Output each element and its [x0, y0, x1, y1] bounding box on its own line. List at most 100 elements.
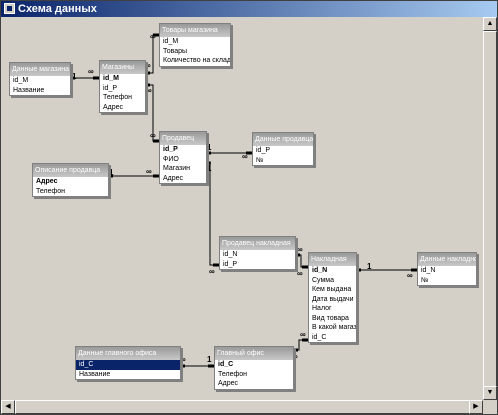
relationship-line	[205, 162, 219, 266]
field-row[interactable]: Налог	[312, 305, 332, 312]
table-title[interactable]: Накладная	[309, 253, 356, 266]
relationship-line-end	[292, 338, 308, 352]
table-nakladnaya[interactable]: Накладная id_N Сумма Кем выдана Дата выд…	[308, 252, 357, 343]
relationship-many-label: ∞	[88, 67, 94, 76]
relationship-lines	[69, 33, 417, 368]
field-row[interactable]: Телефон	[218, 370, 248, 378]
relationship-many-label: ∞	[150, 131, 156, 140]
relationship-one-label: 1	[367, 262, 372, 271]
window-title: Схема данных	[18, 3, 97, 15]
table-dannye-nakladnoy[interactable]: Данные накладной id_N №	[417, 252, 477, 286]
field-row[interactable]: №	[421, 276, 429, 284]
field-row[interactable]: №	[256, 156, 264, 164]
relationship-many-label: ∞	[145, 61, 151, 70]
table-tovary-magazina[interactable]: Товары магазина id_M Товары Количество н…	[159, 23, 231, 67]
table-dannye-prodavca[interactable]: Данные продавца id_P №	[252, 132, 314, 166]
field-row[interactable]: Дата выдачи	[312, 295, 354, 303]
table-title[interactable]: Продавец накладная	[220, 237, 295, 250]
relationship-many-label: ∞	[146, 86, 152, 95]
relationship-line	[144, 34, 159, 74]
table-title[interactable]: Данные накладной	[418, 253, 476, 266]
relationship-line-end	[355, 268, 417, 272]
relationship-line-end	[144, 33, 159, 75]
table-glavny-ofis[interactable]: Главный офис id_C Телефон Адрес	[214, 346, 294, 390]
table-magaziny[interactable]: Магазины id_M id_P Телефон Адрес	[99, 60, 146, 113]
field-row[interactable]: В какой магазин	[312, 324, 356, 331]
table-dannye-glavnogo-ofisa[interactable]: Данные главного офиса id_C Название	[75, 346, 181, 380]
relationship-one-label: 1	[207, 143, 212, 152]
field-row[interactable]: id_P	[163, 146, 178, 153]
table-prodavec-nakladnaya[interactable]: Продавец накладная id_N id_P	[219, 236, 296, 270]
field-row[interactable]: Адрес	[103, 103, 124, 111]
scroll-down-icon[interactable]: ▼	[483, 386, 497, 400]
relationship-line-end	[107, 174, 159, 178]
table-title[interactable]: Магазины	[100, 61, 145, 74]
relationship-line-end	[69, 76, 99, 80]
field-row-selected[interactable]: id_C	[76, 360, 180, 370]
table-title[interactable]: Данные продавца	[253, 133, 313, 146]
table-dannye-magazina[interactable]: Данные магазина id_M Название	[9, 62, 71, 96]
field-row[interactable]: id_M	[103, 75, 119, 82]
field-row[interactable]: Товары	[163, 47, 188, 55]
scroll-right-icon[interactable]: ▶	[469, 400, 483, 414]
field-row[interactable]: Сумма	[312, 276, 334, 284]
relationship-line-end	[179, 364, 214, 368]
field-row[interactable]: Количество на складе	[163, 57, 230, 64]
field-row[interactable]: id_M	[163, 38, 179, 45]
relationship-one-label: 1	[207, 164, 212, 173]
horizontal-scroll-thumb[interactable]	[15, 400, 470, 414]
vertical-scroll-thumb[interactable]	[483, 31, 497, 387]
field-row[interactable]: Адрес	[163, 174, 184, 182]
field-row[interactable]: Название	[13, 86, 45, 94]
field-row[interactable]: Название	[79, 370, 111, 378]
field-row[interactable]: Телефон	[36, 187, 66, 195]
relationship-line	[294, 254, 308, 268]
field-row[interactable]: Магазин	[163, 165, 191, 172]
field-row[interactable]: id_N	[223, 251, 238, 258]
field-row[interactable]: id_N	[312, 267, 328, 274]
field-row[interactable]: id_P	[103, 84, 118, 92]
table-title[interactable]: Описание продавца	[33, 164, 108, 177]
field-row[interactable]: Адрес	[36, 178, 58, 185]
relationship-one-label: 1	[109, 168, 114, 177]
relationship-many-label: ∞	[209, 267, 215, 276]
vertical-scrollbar[interactable]: ▲ ▼	[483, 17, 497, 400]
table-title[interactable]: Товары магазина	[160, 24, 230, 37]
table-title[interactable]: Данные магазина	[10, 63, 70, 76]
field-row[interactable]: id_P	[256, 147, 271, 154]
relationship-many-label: ∞	[297, 269, 303, 278]
window-icon	[4, 3, 15, 14]
schema-canvas[interactable]: 1 ∞ ∞ ∞ ∞ ∞ 1 ∞ 1 ∞ 1 ∞ ∞ ∞ 1 ∞ ∞ ∞ ∞ 1 …	[1, 17, 483, 400]
scroll-up-icon[interactable]: ▲	[483, 17, 497, 31]
relationship-many-label: ∞	[150, 32, 156, 41]
field-row[interactable]: Вид товара	[312, 314, 349, 322]
relationship-many-label: ∞	[180, 355, 186, 364]
table-prodavec[interactable]: Продавец id_P ФИО Магазин Адрес	[159, 131, 207, 184]
relationship-many-label: ∞	[242, 152, 248, 161]
relationship-many-label: ∞	[297, 245, 303, 254]
relationship-line-end	[205, 161, 219, 267]
table-title[interactable]: Данные главного офиса	[76, 347, 180, 360]
relationship-many-label: ∞	[407, 271, 413, 280]
field-row[interactable]: ФИО	[163, 155, 179, 163]
field-row[interactable]: id_N	[421, 267, 436, 274]
horizontal-scrollbar[interactable]: ◀ ▶	[1, 400, 483, 414]
table-title[interactable]: Главный офис	[215, 347, 293, 360]
field-row[interactable]: id_C	[312, 333, 327, 341]
relationship-many-label: ∞	[300, 330, 306, 339]
field-row[interactable]: Кем выдана	[312, 286, 352, 293]
relationship-line-end	[144, 83, 159, 143]
field-row[interactable]: Адрес	[218, 380, 239, 387]
relationship-line	[144, 84, 159, 142]
field-row[interactable]: id_P	[223, 260, 238, 268]
field-row[interactable]: id_C	[218, 361, 234, 368]
scroll-left-icon[interactable]: ◀	[1, 400, 15, 414]
title-bar[interactable]: Схема данных	[1, 1, 497, 17]
relationship-one-label: 1	[207, 355, 212, 364]
field-row[interactable]: id_M	[13, 77, 29, 84]
table-title[interactable]: Продавец	[160, 132, 206, 145]
scrollbar-corner	[483, 400, 497, 414]
table-opisanie-prodavca[interactable]: Описание продавца Адрес Телефон	[32, 163, 109, 197]
field-row[interactable]: Телефон	[103, 94, 133, 101]
